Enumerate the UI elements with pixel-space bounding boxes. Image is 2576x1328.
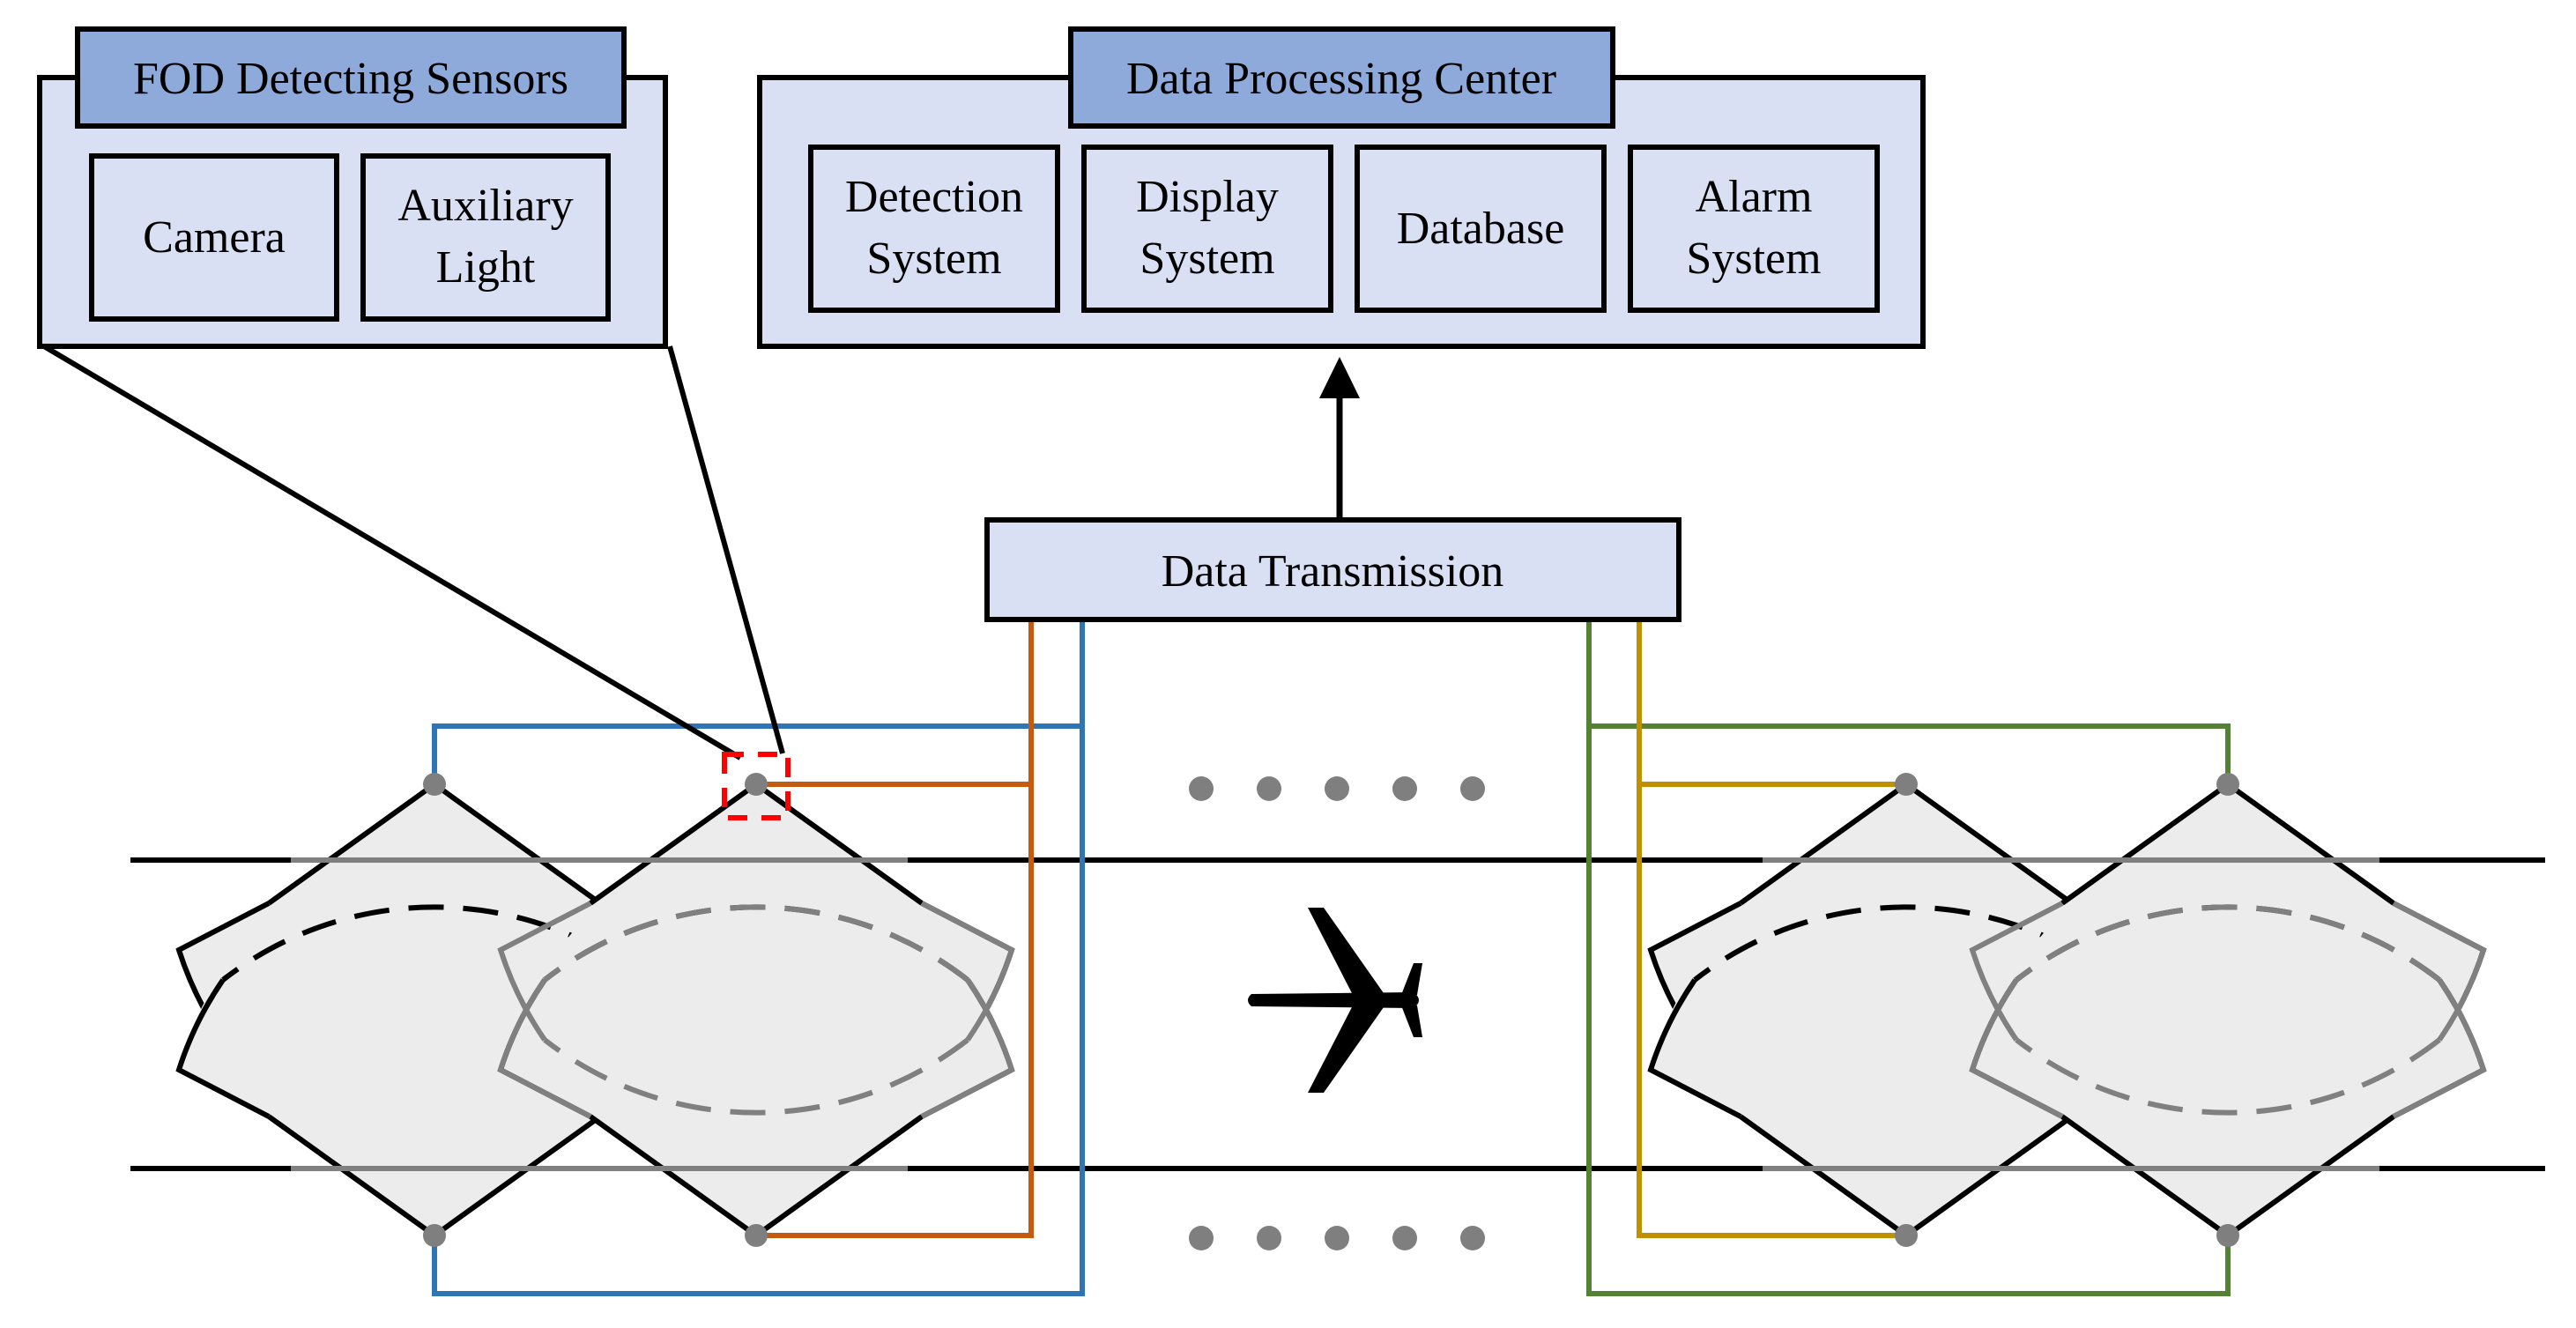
alarm-system-label-2: System xyxy=(1686,234,1821,284)
auxiliary-light-label-2: Light xyxy=(436,242,536,293)
detection-system-label-1: Detection xyxy=(845,172,1023,222)
leader-lines xyxy=(42,344,785,760)
cabling-left xyxy=(432,619,1085,1296)
runway-edges xyxy=(130,857,2545,1171)
sensor-node xyxy=(2216,1224,2239,1247)
sensor-node xyxy=(745,773,768,796)
fod-panel: FOD Detecting Sensors Camera Auxiliary L… xyxy=(37,26,668,349)
detection-system-label-2: System xyxy=(866,234,1001,284)
sensor-node xyxy=(745,1224,768,1247)
data-transmission-label: Data Transmission xyxy=(1162,546,1504,597)
sensor-nodes xyxy=(423,773,2239,1247)
display-system-label-1: Display xyxy=(1136,172,1279,222)
sensor-node xyxy=(423,773,446,796)
display-system-label-2: System xyxy=(1140,234,1274,284)
dpc-panel: Data Processing Center Detection System … xyxy=(757,26,1926,349)
auxiliary-light-label-1: Auxiliary xyxy=(397,181,573,231)
database-label: Database xyxy=(1397,204,1565,254)
sensor-node xyxy=(423,1224,446,1247)
cabling-right xyxy=(1586,619,2231,1296)
alarm-system-label-1: Alarm xyxy=(1696,172,1813,222)
ellipsis-bottom xyxy=(1189,1226,1485,1250)
sensor-node xyxy=(1895,1224,1918,1247)
airplane-icon xyxy=(1248,908,1422,1093)
sensor-node xyxy=(2216,773,2239,796)
dpc-panel-title: Data Processing Center xyxy=(1126,54,1556,104)
ellipsis-top xyxy=(1189,776,1485,801)
arrow-up xyxy=(1319,357,1360,520)
sensor-node xyxy=(1895,773,1918,796)
camera-label: Camera xyxy=(143,212,286,263)
fod-panel-title: FOD Detecting Sensors xyxy=(133,54,568,104)
data-transmission-box: Data Transmission xyxy=(984,517,1681,622)
